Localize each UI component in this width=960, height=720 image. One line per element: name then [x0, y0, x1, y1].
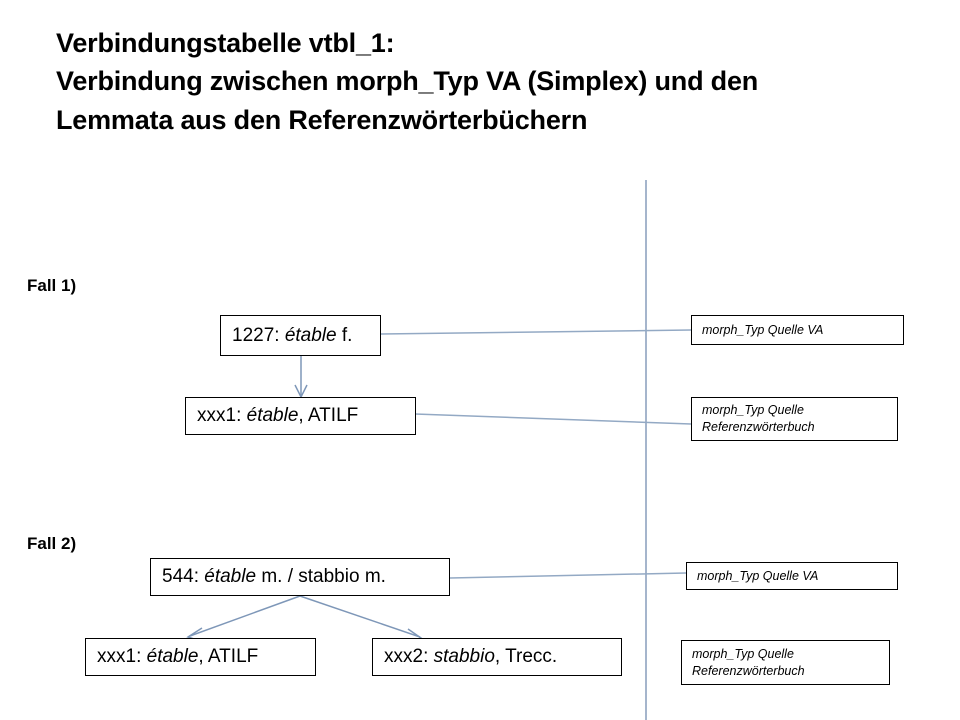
node-case1-lemma-atilf-text: xxx1: étable, ATILF [186, 405, 369, 427]
node-case2-lemma-atilf-lemma: étable [146, 646, 199, 668]
node-case2-lemma-atilf-text: xxx1: étable, ATILF [86, 646, 269, 668]
legend-case1-ref-text: morph_Typ Quelle Referenzwörterbuch [692, 402, 825, 436]
node-case2-lemma-trecc-text: xxx2: stabbio, Trecc. [373, 646, 568, 668]
node-case1-lemma-atilf-suffix: , ATILF [298, 405, 359, 427]
node-case2-source-text: 544: étable m. / stabbio m. [151, 566, 397, 588]
node-case1-lemma-atilf-lemma: étable [246, 405, 299, 427]
node-case1-source-prefix: 1227: [232, 324, 285, 346]
node-case2-lemma-trecc-lemma: stabbio [433, 646, 495, 668]
node-case2-lemma-atilf-prefix: xxx1: [97, 646, 147, 668]
legend-case2-quelle-referenzwoerterbuch: morph_Typ Quelle Referenzwörterbuch [681, 640, 890, 685]
legend-case2-ref-line-1: morph_Typ Quelle [692, 646, 794, 661]
node-case2-lemma-trecc[interactable]: xxx2: stabbio, Trecc. [372, 638, 622, 676]
legend-case1-quelle-va-label: morph_Typ Quelle VA [702, 322, 824, 337]
link-case1-node1-to-legend-va [380, 329, 692, 335]
title-line-1: Verbindungstabelle vtbl_1: [56, 28, 395, 58]
legend-case1-quelle-referenzwoerterbuch: morph_Typ Quelle Referenzwörterbuch [691, 397, 898, 441]
node-case2-lemma-trecc-prefix: xxx2: [384, 646, 434, 668]
node-case1-source-lemma: étable [284, 324, 337, 346]
node-case2-source[interactable]: 544: étable m. / stabbio m. [150, 558, 450, 596]
node-case2-lemma-trecc-suffix: , Trecc. [494, 646, 558, 668]
title-line-2: Verbindung zwischen morph_Typ VA (Simple… [56, 66, 759, 97]
legend-case1-quelle-va: morph_Typ Quelle VA [691, 315, 904, 345]
node-case1-source-suffix: f. [336, 324, 353, 346]
link-case1-node2-to-legend-ref [414, 413, 692, 425]
arrow-case2-node1-to-child2 [299, 595, 421, 638]
node-case2-source-lemma: étable [204, 566, 257, 588]
node-case1-lemma-atilf-prefix: xxx1: [197, 405, 247, 427]
legend-case2-quelle-va: morph_Typ Quelle VA [686, 562, 898, 590]
legend-case1-ref-line-1: morph_Typ Quelle [702, 403, 804, 418]
arrow-case2-node1-to-child1 [189, 595, 301, 637]
legend-case2-ref-text: morph_Typ Quelle Referenzwörterbuch [682, 646, 815, 680]
page-title: Verbindungstabelle vtbl_1: Verbindung zw… [56, 24, 936, 139]
legend-case2-quelle-va-label: morph_Typ Quelle VA [697, 568, 819, 583]
legend-case2-ref-line-2: Referenzwörterbuch [692, 663, 805, 678]
node-case1-lemma-atilf[interactable]: xxx1: étable, ATILF [185, 397, 416, 435]
title-line-3: Lemmata aus den Referenzwörterbüchern [56, 104, 588, 135]
node-case1-source[interactable]: 1227: étable f. [220, 315, 381, 356]
node-case2-lemma-atilf-suffix: , ATILF [198, 646, 259, 668]
legend-case1-ref-line-2: Referenzwörterbuch [702, 420, 815, 434]
case-label-1: Fall 1) [27, 276, 77, 295]
case-label-2: Fall 2) [27, 534, 77, 553]
node-case2-lemma-atilf[interactable]: xxx1: étable, ATILF [85, 638, 316, 676]
node-case2-source-prefix: 544: [162, 566, 205, 588]
node-case2-source-suffix: m. / stabbio m. [256, 566, 386, 588]
node-case1-source-text: 1227: étable f. [221, 325, 363, 347]
link-case2-node1-to-legend-va [449, 572, 687, 579]
